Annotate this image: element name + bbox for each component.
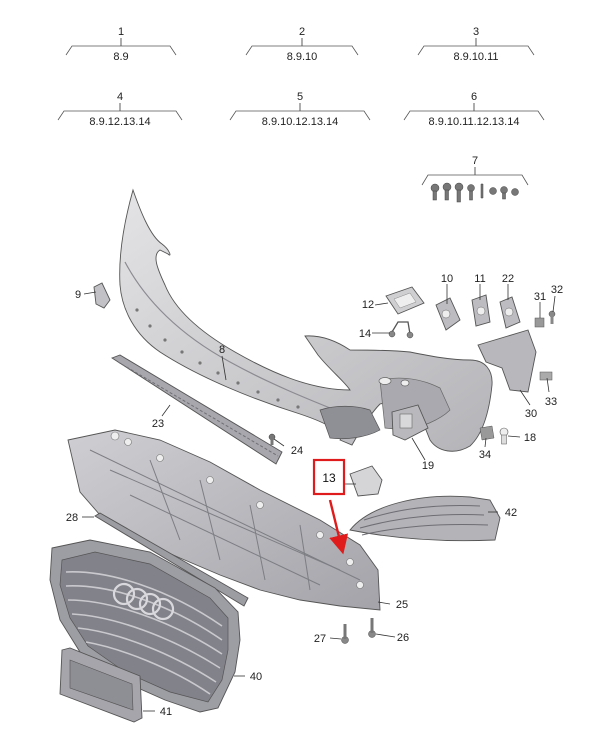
group-number: 3 [473, 26, 479, 38]
group-number: 2 [299, 26, 305, 38]
group-refs: 8.9.10.11 [453, 51, 498, 63]
sensor-holder-22 [499, 296, 521, 329]
callout-28: 28 [66, 512, 78, 524]
group-refs: 8.9.12.13.14 [89, 116, 150, 128]
callout-33: 33 [545, 396, 557, 408]
tow-cover-12 [385, 286, 425, 315]
group-refs: 8.9.10.12.13.14 [262, 116, 338, 128]
group-5: 5 8.9.10.12.13.14 [229, 91, 371, 128]
callout-26: 26 [397, 632, 409, 644]
clip-34 [479, 425, 495, 441]
leader-lines [82, 284, 556, 712]
callout-23: 23 [152, 418, 164, 430]
callout-11: 11 [474, 273, 485, 285]
callout-27: 27 [314, 633, 326, 645]
bracket-19 [391, 404, 429, 441]
callout-7: 7 [472, 155, 478, 167]
callout-31: 31 [534, 291, 546, 303]
clip-33 [539, 371, 553, 381]
callout-labels: 9 8 12 10 11 22 14 31 32 33 30 18 34 19 … [66, 273, 563, 718]
callout-22: 22 [502, 273, 514, 285]
bracket-14 [388, 321, 414, 339]
callout-41: 41 [160, 706, 172, 718]
group-refs: 8.9.10 [287, 51, 318, 63]
group-number: 6 [471, 91, 477, 103]
callout-34: 34 [479, 449, 491, 461]
bolt-27 [341, 624, 349, 644]
screw-24 [268, 433, 276, 445]
callout-14: 14 [359, 328, 371, 340]
callout-8: 8 [219, 344, 225, 356]
license-plate-bracket-41 [59, 647, 143, 723]
radiator-grille-40 [49, 539, 241, 713]
callout-12: 12 [362, 299, 374, 311]
group-refs: 8.9 [113, 51, 128, 63]
group-refs: 8.9.10.11.12.13.14 [429, 116, 520, 128]
callout-19: 19 [422, 460, 434, 472]
group-number: 4 [117, 91, 123, 103]
bolt-26 [368, 618, 376, 638]
callout-30: 30 [525, 408, 537, 420]
highlight-arrow [328, 499, 349, 555]
sensor-holder-11 [471, 294, 491, 327]
side-bracket-30 [477, 329, 537, 393]
clip-9 [93, 282, 111, 309]
highlight-callout-13: 13 [312, 458, 349, 555]
fog-lamp-grille-42 [349, 495, 501, 542]
expansion-rivet-18 [499, 427, 509, 445]
fastener-kit-7: 7 [421, 155, 529, 203]
group-1: 1 8.9 [65, 26, 177, 63]
group-2: 2 8.9.10 [245, 26, 359, 63]
group-3: 3 8.9.10.11 [417, 26, 535, 63]
cap-13 [349, 465, 383, 497]
callout-9: 9 [75, 289, 81, 301]
callout-10: 10 [441, 273, 453, 285]
lower-grille-strip-23 [111, 354, 283, 465]
highlight-box [312, 458, 346, 496]
callout-24: 24 [291, 445, 303, 457]
group-number: 5 [297, 91, 303, 103]
bumper-cover [119, 188, 493, 452]
group-6: 6 8.9.10.11.12.13.14 [403, 91, 545, 128]
screw-32 [548, 310, 556, 324]
trim-strip-28 [94, 512, 249, 607]
callout-18: 18 [524, 432, 536, 444]
callout-40: 40 [250, 671, 262, 683]
four-rings-logo [112, 582, 175, 621]
callout-25: 25 [396, 599, 408, 611]
callout-42: 42 [505, 507, 517, 519]
group-4: 4 8.9.12.13.14 [57, 91, 183, 128]
clip-31 [534, 317, 545, 328]
sensor-holder-10 [435, 297, 461, 331]
group-number: 1 [118, 26, 124, 38]
callout-32: 32 [551, 284, 563, 296]
highlight-label: 13 [322, 471, 336, 485]
